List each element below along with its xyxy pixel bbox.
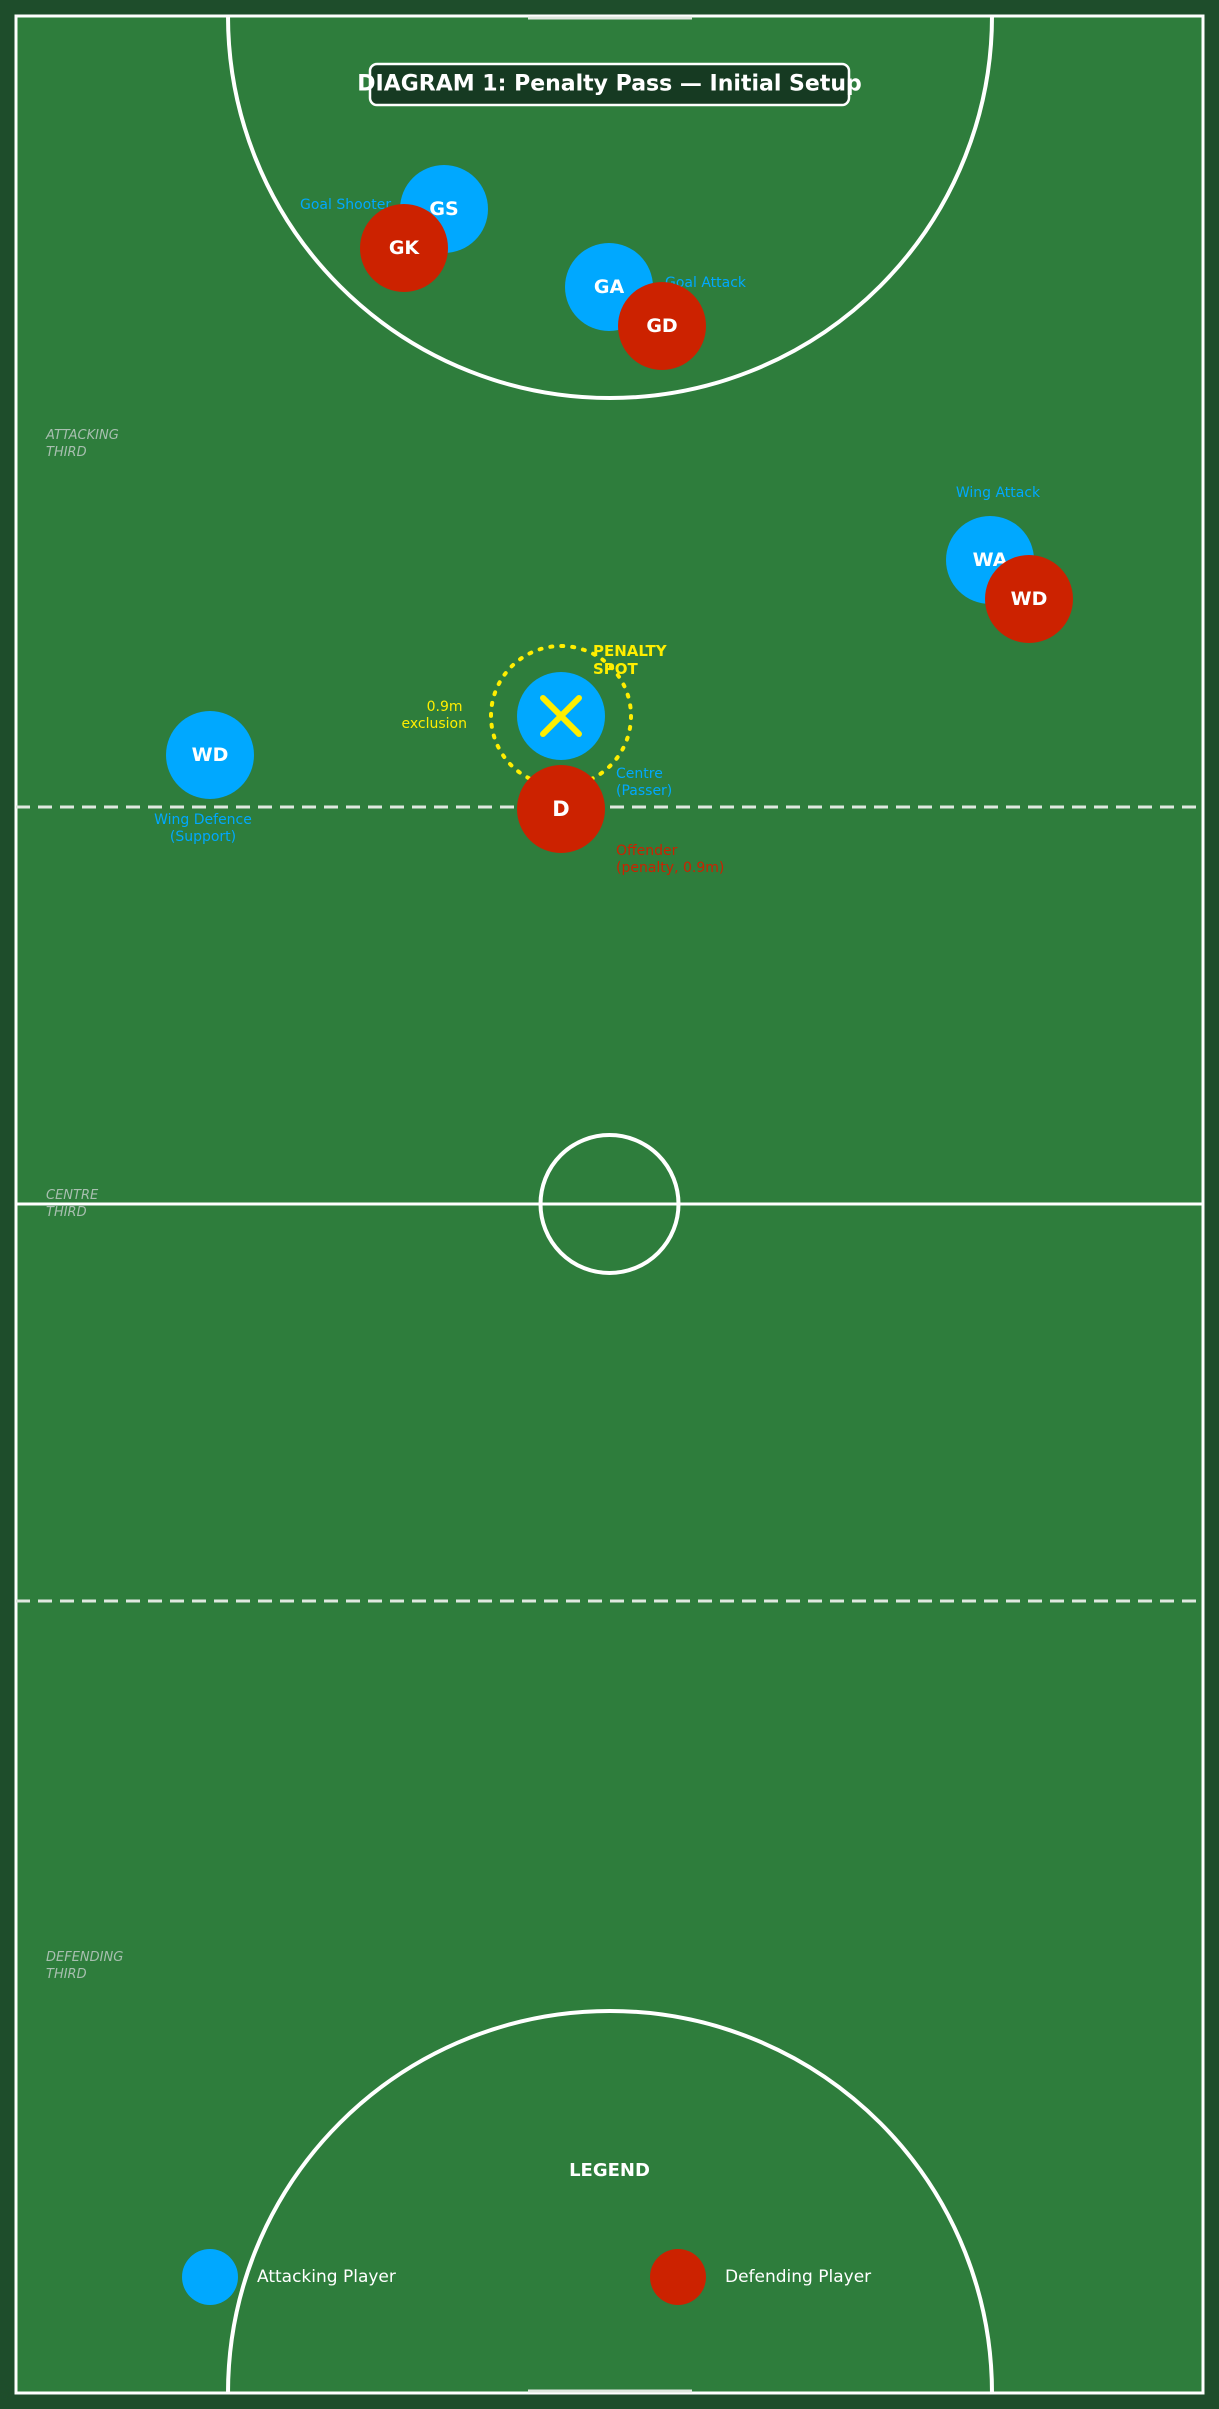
- shooting-circle-bottom: [226, 2009, 994, 2394]
- player-wd-def-token: [985, 555, 1073, 643]
- legend-attacking-swatch: [182, 2249, 238, 2305]
- zone-label-centre: CENTRE THIRD: [46, 1188, 102, 1220]
- legend: LEGEND Attacking Player Defending Player: [182, 2160, 871, 2305]
- diagram-title: DIAGRAM 1: Penalty Pass — Initial Setup: [357, 72, 862, 97]
- player-wd-att-abbr: WD: [192, 744, 229, 766]
- player-gk: GK: [360, 204, 448, 292]
- player-d-token: [517, 765, 605, 853]
- player-centre-label: Centre(Passer): [616, 766, 672, 799]
- penalty-spot-marker: [540, 695, 582, 737]
- player-ga-label: Goal Attack: [665, 275, 747, 291]
- player-d-label: Offender(penalty, 0.9m): [616, 843, 724, 876]
- player-gd-token: [618, 282, 706, 370]
- player-d: D Offender(penalty, 0.9m): [517, 765, 724, 876]
- legend-defending-label: Defending Player: [725, 2267, 871, 2287]
- player-wd-att-label: Wing Defence(Support): [154, 812, 252, 845]
- player-wd-att: WD Wing Defence(Support): [154, 711, 254, 845]
- exclusion-label: 0.9m exclusion: [402, 699, 468, 732]
- legend-attacking-label: Attacking Player: [257, 2267, 396, 2287]
- player-wa-abbr: WA: [973, 549, 1008, 571]
- player-gk-abbr: GK: [389, 237, 421, 259]
- zone-label-attacking: ATTACKING THIRD: [45, 428, 123, 460]
- player-ga-abbr: GA: [594, 276, 625, 298]
- centre-circle: [538, 1133, 681, 1275]
- player-d-abbr: D: [552, 797, 569, 821]
- penalty-spot-label: PENALTY SPOT: [593, 642, 672, 678]
- legend-defending-swatch: [650, 2249, 706, 2305]
- legend-title: LEGEND: [569, 2160, 650, 2181]
- player-gk-token: [360, 204, 448, 292]
- player-wa-label: Wing Attack: [956, 485, 1041, 501]
- player-wd-def: WD: [985, 555, 1073, 643]
- player-gs-abbr: GS: [429, 198, 458, 220]
- shooting-circle-top: [226, 15, 994, 400]
- player-wd-def-abbr: WD: [1011, 588, 1048, 610]
- player-gs-label: Goal Shooter: [300, 197, 391, 213]
- player-wd-att-token: [166, 711, 254, 799]
- diagram-title-box: DIAGRAM 1: Penalty Pass — Initial Setup: [357, 62, 862, 107]
- player-gd-abbr: GD: [646, 315, 677, 337]
- player-gd: GD: [618, 282, 706, 370]
- zone-label-defending: DEFENDING THIRD: [46, 1950, 127, 1982]
